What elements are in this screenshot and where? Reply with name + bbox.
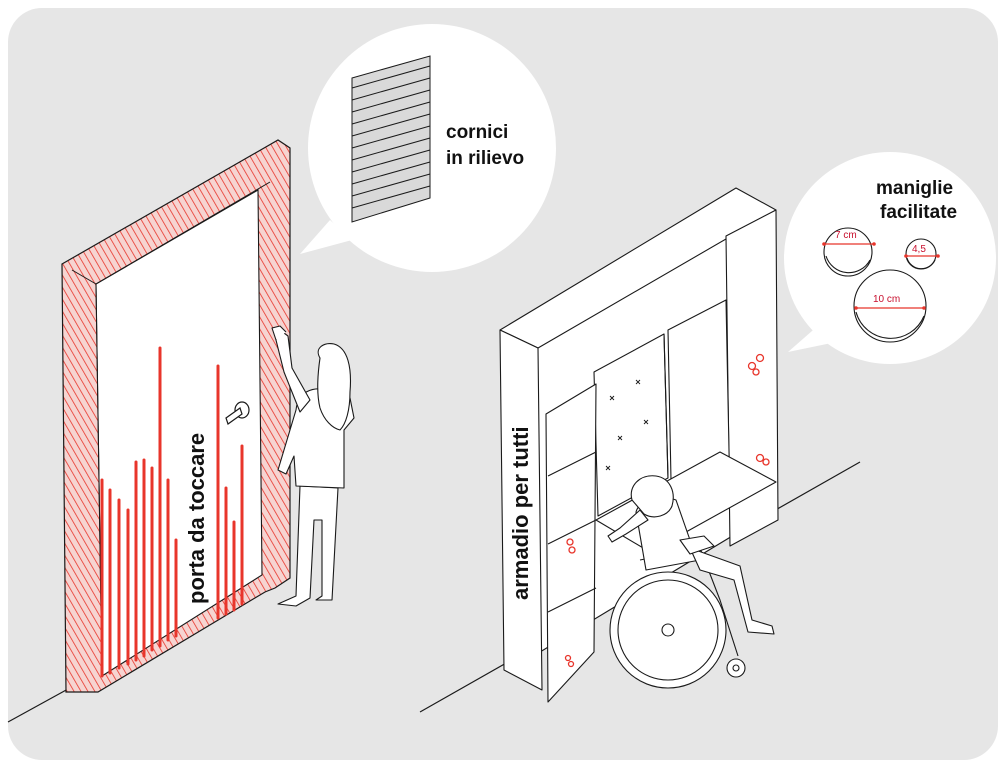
maniglie-label-line2: facilitate (880, 202, 957, 223)
relief-frame-icon (351, 55, 431, 223)
wardrobe-group: armadio per tutti (499, 187, 779, 703)
porta-label: porta da toccare (184, 433, 209, 604)
handle-4-5cm-label: 4,5 (912, 244, 926, 255)
door-handle-icon (225, 401, 250, 425)
wheelchair-user-figure (607, 475, 775, 689)
door-group: porta da toccare (61, 139, 291, 693)
wardrobe-open-door (545, 383, 597, 703)
cornici-callout: cornici in rilievo (300, 24, 556, 272)
handle-10cm-icon: 10 cm (853, 269, 927, 343)
armadio-label: armadio per tutti (508, 426, 533, 600)
door-frame-top-reveal (95, 181, 271, 285)
handle-10cm-label: 10 cm (873, 294, 900, 305)
cornici-label-line2: in rilievo (446, 148, 524, 169)
handle-4-5cm-icon: 4,5 (904, 238, 940, 270)
maniglie-bubble-tail (788, 324, 846, 352)
cornici-label-line1: cornici (446, 122, 508, 143)
mirror-sparkles (605, 379, 649, 471)
standing-person-figure (271, 325, 355, 607)
tactile-bars (100, 346, 244, 678)
wardrobe-left-side (499, 329, 543, 691)
wardrobe-handle-icons (564, 353, 770, 668)
maniglie-bubble (784, 152, 996, 364)
maniglie-label-line1: maniglie (876, 178, 953, 199)
handle-7cm-icon: 7 cm (822, 227, 876, 277)
maniglie-callout: maniglie facilitate 7 cm 4,5 1 (784, 152, 996, 364)
handle-7cm-label: 7 cm (835, 230, 857, 241)
